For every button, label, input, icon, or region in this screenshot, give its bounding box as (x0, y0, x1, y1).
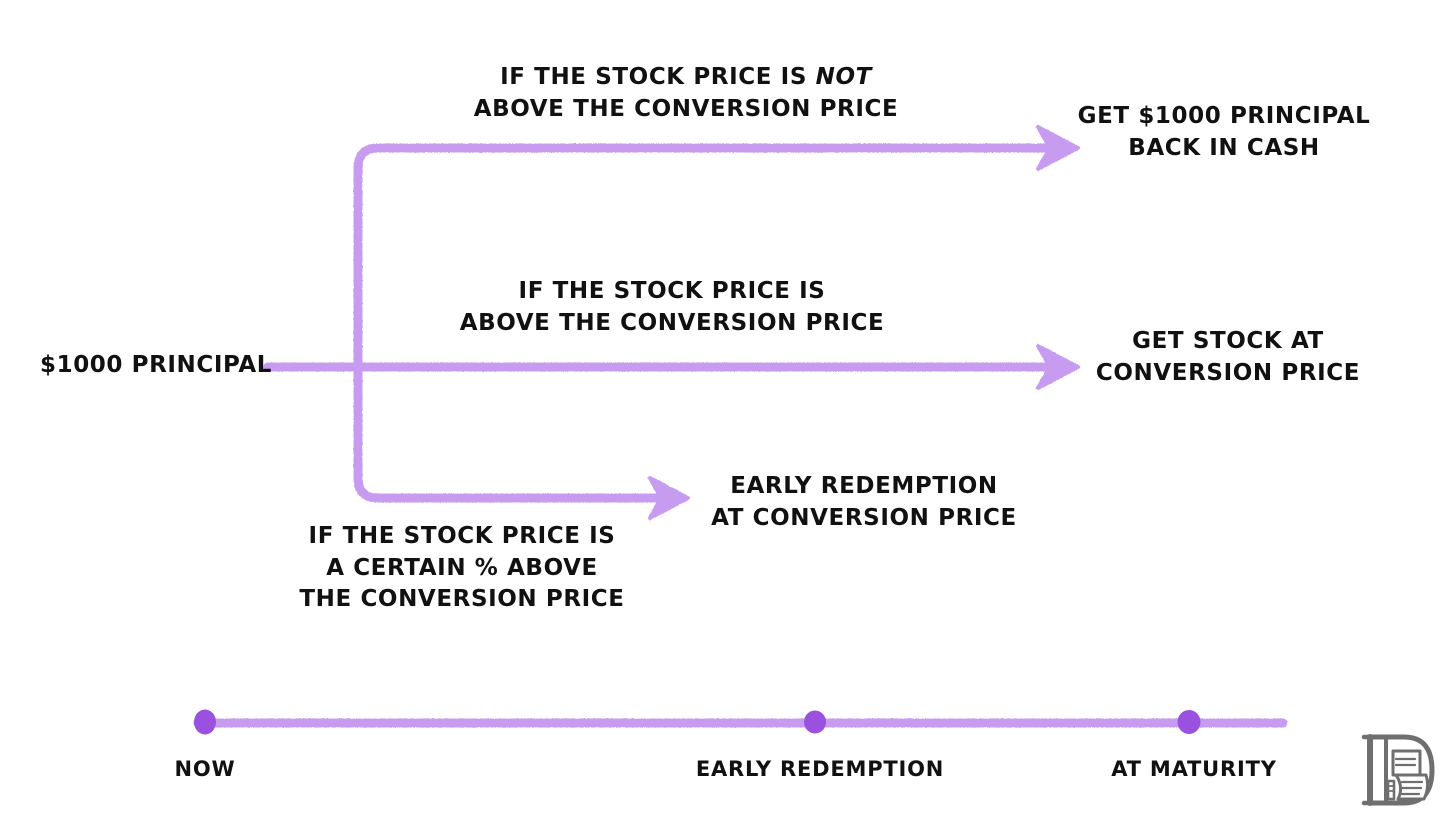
branch-bottom-outcome-line2: AT CONVERSION PRICE (711, 504, 1017, 531)
dealbreaker-d-scroll-logo (1361, 734, 1435, 806)
timeline-label-at-maturity: AT MATURITY (1111, 757, 1277, 781)
branch-top-condition-emphasis: NOT (815, 64, 872, 90)
branch-bottom-outcome: EARLY REDEMPTION AT CONVERSION PRICE (711, 471, 1017, 534)
branch-top-outcome-line2: BACK IN CASH (1128, 134, 1320, 161)
branch-top-condition-line1: IF THE STOCK PRICE IS (500, 64, 816, 90)
timeline-label-now: NOW (174, 757, 236, 781)
timeline-marker-dot (1177, 710, 1201, 734)
arrowhead-middle (1036, 344, 1080, 390)
branch-top-outcome: GET $1000 PRINCIPAL BACK IN CASH (1078, 101, 1371, 164)
branch-middle-outcome-line1: GET STOCK AT (1132, 328, 1324, 354)
timeline-markers (194, 709, 1201, 735)
branch-bottom-condition-line1: IF THE STOCK PRICE IS (308, 523, 616, 549)
timeline-label-early-redemption: EARLY REDEMPTION (695, 757, 945, 781)
source-principal-label: $1000 PRINCIPAL (40, 352, 273, 378)
timeline-marker-dot (194, 709, 216, 735)
arrowhead-top (1036, 125, 1080, 171)
branch-middle-outcome-line2: CONVERSION PRICE (1095, 359, 1361, 386)
branch-top-condition: IF THE STOCK PRICE IS NOT ABOVE THE CONVE… (474, 62, 899, 125)
timeline-marker-dot (804, 710, 826, 734)
branch-middle-condition: IF THE STOCK PRICE IS ABOVE THE CONVERSIO… (460, 276, 885, 339)
arrowhead-bottom (648, 476, 690, 520)
branch-bottom-condition: IF THE STOCK PRICE IS A CERTAIN % ABOVE TH… (299, 521, 624, 616)
branch-bottom-outcome-line1: EARLY REDEMPTION (730, 473, 998, 499)
branch-top-outcome-line1: GET $1000 PRINCIPAL (1077, 103, 1371, 129)
branch-top-condition-line2: ABOVE THE CONVERSION PRICE (473, 95, 899, 122)
branch-bottom-condition-line3: THE CONVERSION PRICE (299, 586, 625, 613)
branch-bottom-condition-line2: A CERTAIN % ABOVE (326, 554, 598, 581)
branch-middle-condition-line1: IF THE STOCK PRICE IS (518, 278, 826, 304)
branch-middle-condition-line2: ABOVE THE CONVERSION PRICE (459, 309, 885, 336)
connector-trunk-bottom (353, 362, 675, 503)
branch-middle-outcome: GET STOCK AT CONVERSION PRICE (1096, 326, 1360, 389)
connector-trunk-top (353, 143, 1065, 372)
